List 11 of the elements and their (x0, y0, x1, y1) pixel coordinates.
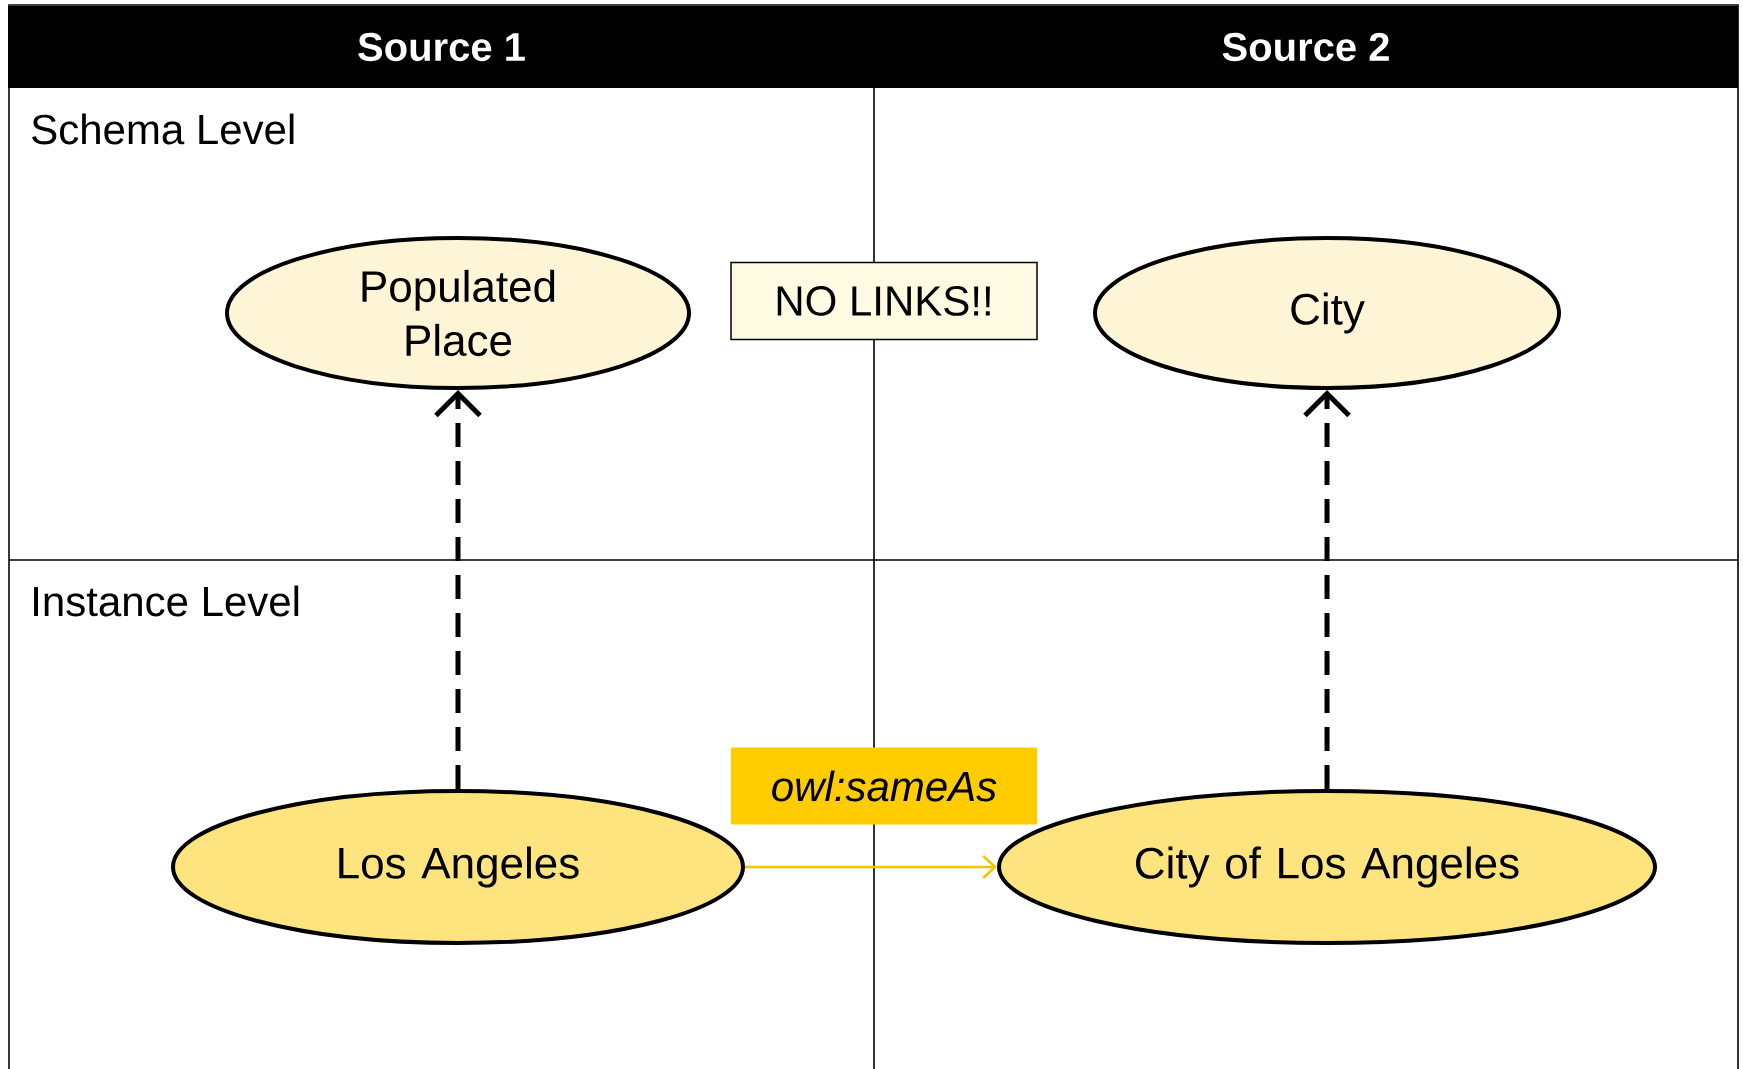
column-header: Source 2 (874, 6, 1738, 88)
note-box: NO LINKS!! (730, 261, 1038, 341)
node-label: Source 1 (358, 32, 525, 62)
arrow (745, 855, 997, 879)
column-header: Source 1 (8, 6, 875, 88)
row-label: Instance Level (34, 585, 299, 617)
row-label: Schema Level (32, 113, 294, 145)
node-label: Source 2 (1222, 32, 1389, 62)
arrow (1303, 390, 1351, 789)
arrow (434, 390, 482, 789)
edge-label: owl:sameAs (731, 747, 1037, 825)
